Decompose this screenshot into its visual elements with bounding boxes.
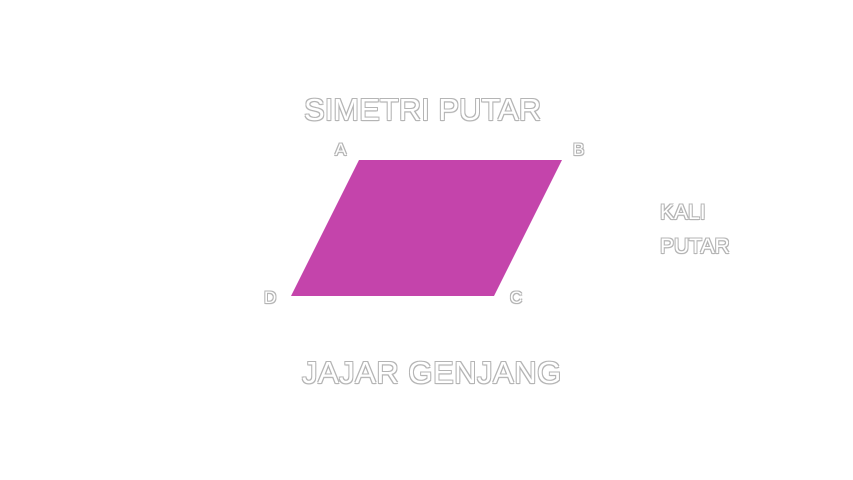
- shape-name: JAJAR GENJANG: [302, 355, 562, 390]
- vertex-label-d: D: [264, 288, 277, 307]
- slide-title: SIMETRI PUTAR: [304, 92, 542, 127]
- vertex-label-a: A: [335, 140, 347, 159]
- parallelogram-shape: [291, 160, 562, 296]
- rotation-count-label-line2: PUTAR: [660, 235, 730, 258]
- vertex-label-c: C: [510, 288, 523, 307]
- vertex-label-b: B: [573, 140, 585, 159]
- rotation-count-label-line1: KALI: [660, 201, 706, 224]
- rotation-count-label: KALI PUTAR: [660, 196, 730, 264]
